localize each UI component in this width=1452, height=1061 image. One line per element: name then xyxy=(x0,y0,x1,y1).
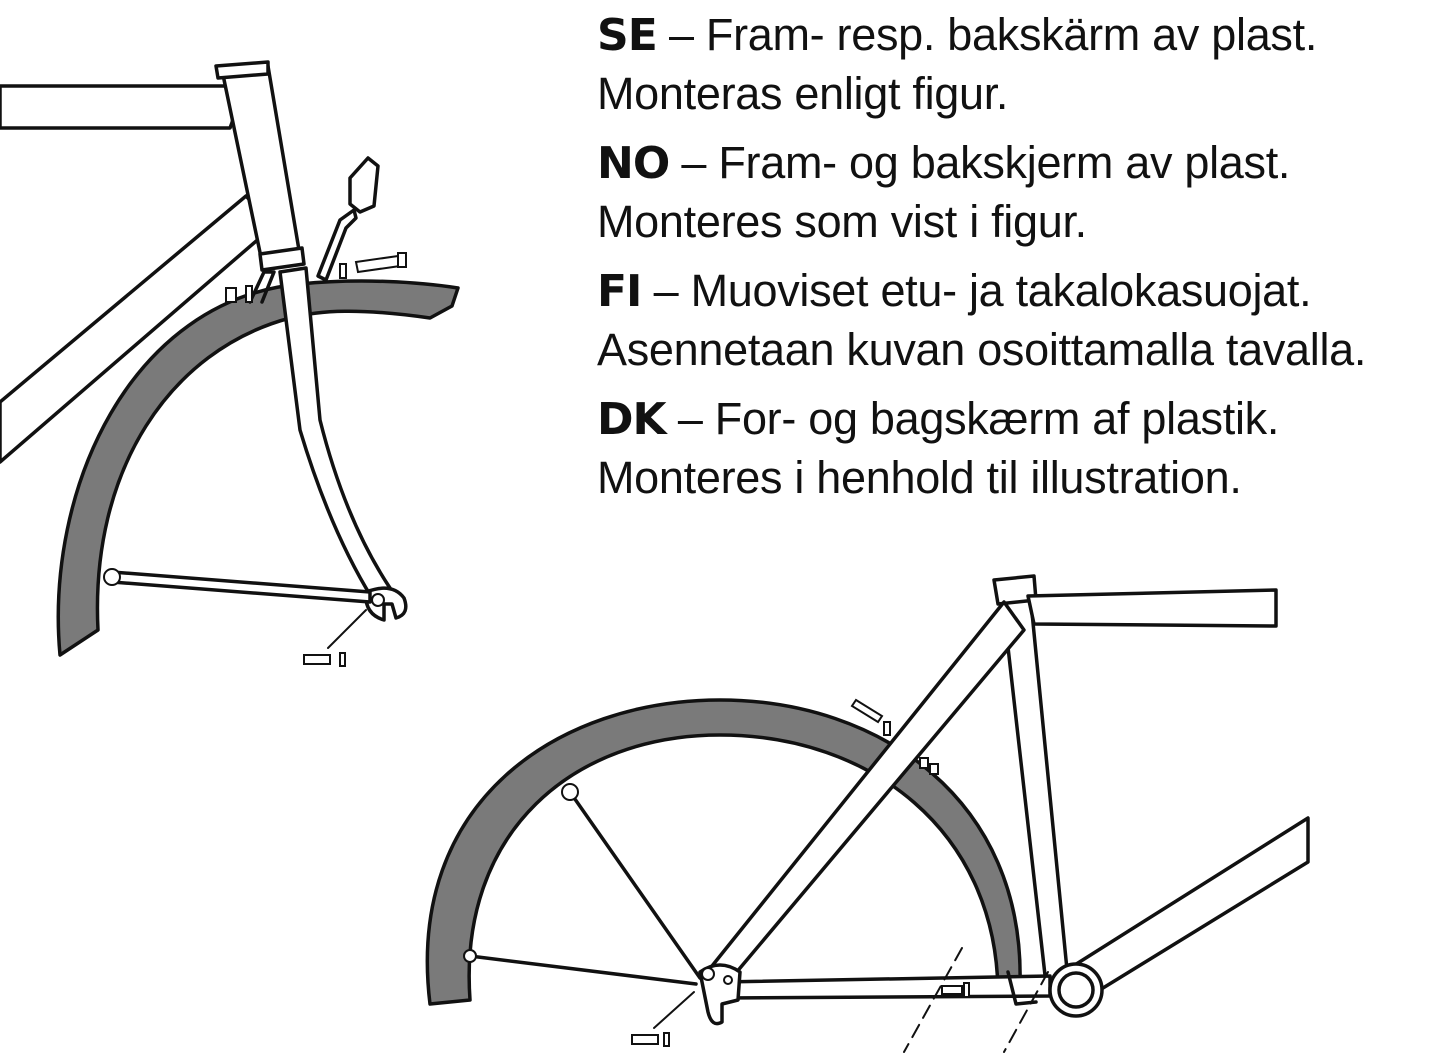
rear-stay-eyelet-lower xyxy=(463,949,477,963)
fork-dropout xyxy=(364,586,408,622)
spacer-washer-2 xyxy=(245,285,253,303)
instruction-dk: DK – For- og bagskærm af plastik. Monter… xyxy=(597,390,1447,507)
rear-axle xyxy=(701,967,715,981)
seat-stay xyxy=(710,600,1026,982)
front-mudguard xyxy=(56,279,460,657)
rear-axle-bolt xyxy=(631,1034,659,1045)
chainstay-nut xyxy=(963,982,970,998)
rear-spacer-a xyxy=(919,757,929,769)
rear-bridge-bolt xyxy=(850,698,884,724)
front-bolt-head xyxy=(397,252,407,268)
language-code-no: NO xyxy=(597,138,670,189)
front-assembly xyxy=(0,60,460,667)
rear-stay-upper xyxy=(568,790,702,980)
instruction-no: NO – Fram- og bakskjerm av plast. Monter… xyxy=(597,134,1447,251)
instruction-fi-text1: – Muoviset etu- ja takalokasuojat. xyxy=(641,265,1312,316)
instructions-panel: SE – Fram- resp. bakskärm av plast. Mont… xyxy=(597,6,1447,518)
rear-axle-nut xyxy=(663,1032,670,1047)
language-code-fi: FI xyxy=(597,266,642,317)
lamp-reflector xyxy=(348,156,380,214)
rear-bridge-washer xyxy=(883,721,891,736)
rear-down-tube xyxy=(1068,816,1310,998)
instruction-dk-line1: DK – For- og bagskærm af plastik. xyxy=(597,390,1447,449)
rear-axle-2 xyxy=(723,975,733,985)
rear-assembly xyxy=(425,574,1310,1053)
front-leader-line xyxy=(327,609,367,649)
instruction-no-text1: – Fram- og bakskjerm av plast. xyxy=(669,137,1291,188)
guide-line-left xyxy=(903,947,963,1053)
instruction-se-line2: Monteras enligt figur. xyxy=(597,68,1009,119)
instruction-fi: FI – Muoviset etu- ja takalokasuojat. As… xyxy=(597,262,1447,379)
fork-blade xyxy=(278,266,392,600)
instruction-se-line1: SE – Fram- resp. bakskärm av plast. xyxy=(597,6,1447,65)
chain-stay xyxy=(720,974,1052,1000)
lamp-bracket xyxy=(316,208,358,282)
instruction-no-line2: Monteres som vist i figur. xyxy=(597,196,1087,247)
front-axle-nut xyxy=(339,652,346,667)
instruction-fi-line2: Asennetaan kuvan osoittamalla tavalla. xyxy=(597,324,1367,375)
instruction-se: SE – Fram- resp. bakskärm av plast. Mont… xyxy=(597,6,1447,123)
front-crown-bracket xyxy=(248,270,276,304)
chainstay-bolt xyxy=(941,985,963,995)
spacer-washer xyxy=(225,287,237,303)
front-bolt xyxy=(354,254,402,274)
guide-line-right xyxy=(1003,971,1049,1053)
front-top-tube xyxy=(0,84,237,130)
rear-leader-line xyxy=(653,991,695,1029)
chainstay-bracket xyxy=(1006,970,1038,1006)
rear-stay-eyelet-upper xyxy=(561,783,579,801)
instruction-dk-line2: Monteres i henhold til illustration. xyxy=(597,452,1242,503)
rear-stay-lower xyxy=(468,954,698,986)
rear-spacer-b xyxy=(929,763,939,775)
front-axle-bolt xyxy=(303,654,331,665)
instruction-no-line1: NO – Fram- og bakskjerm av plast. xyxy=(597,134,1447,193)
instruction-se-text1: – Fram- resp. bakskärm av plast. xyxy=(656,9,1318,60)
front-stay xyxy=(110,570,372,604)
language-code-se: SE xyxy=(597,10,658,61)
headset-cap xyxy=(214,60,270,80)
language-code-dk: DK xyxy=(597,394,667,445)
rear-top-tube xyxy=(1026,588,1278,628)
headset-ring xyxy=(258,246,306,272)
instruction-fi-line1: FI – Muoviset etu- ja takalokasuojat. xyxy=(597,262,1447,321)
small-washer xyxy=(339,263,347,279)
front-axle xyxy=(371,593,385,607)
instruction-dk-text1: – For- og bagskærm af plastik. xyxy=(665,393,1280,444)
bottom-bracket-inner xyxy=(1057,971,1095,1009)
front-stay-eyelet xyxy=(103,568,121,586)
